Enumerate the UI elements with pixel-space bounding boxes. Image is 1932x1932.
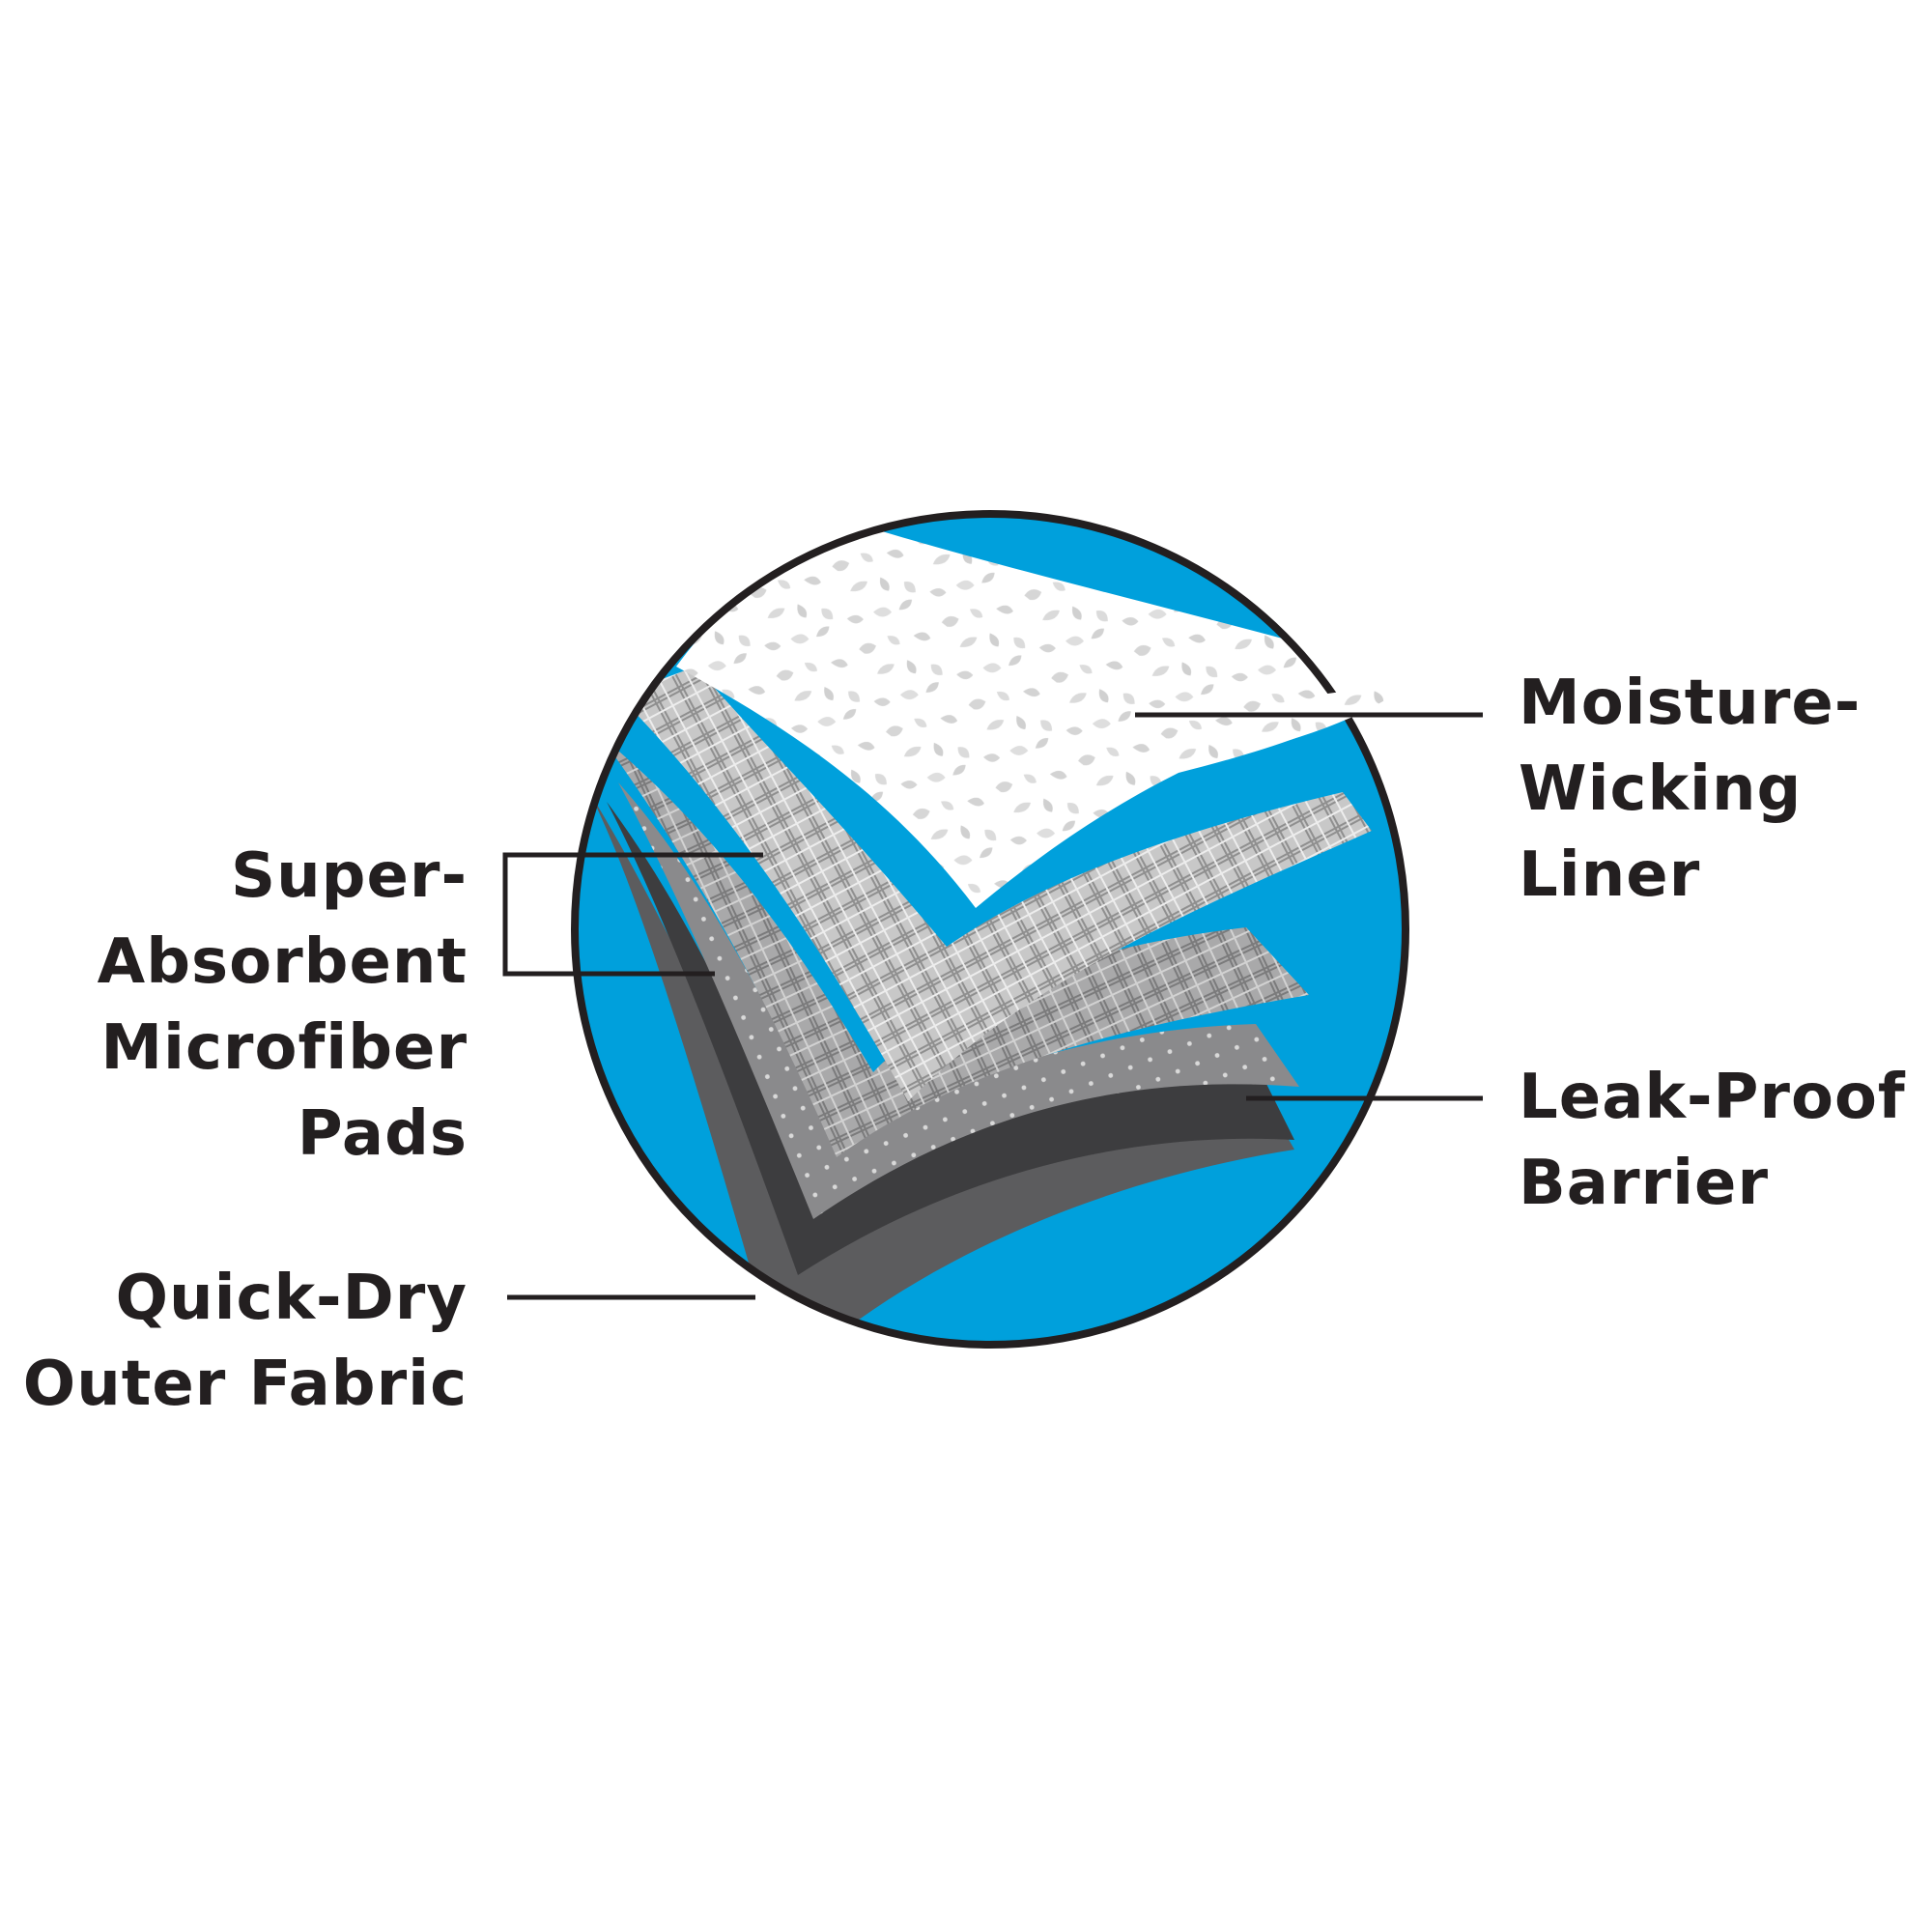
circle-outline [571,510,1409,1349]
label-line: Liner [1519,839,1701,911]
label-line: Absorbent [97,926,468,998]
label-quick-dry-outer-fabric: Quick-Dry Outer Fabric [10,1256,468,1428]
label-line: Microfiber [100,1012,468,1084]
label-moisture-wicking-liner: Moisture- Wicking Liner [1519,661,1861,919]
label-line: Outer Fabric [22,1349,468,1420]
barrier-dark-layer [607,802,1294,1275]
barrier-dotted-layer [618,782,1299,1219]
bracket-pads [502,852,763,977]
outer-fabric-layer [589,792,1294,1345]
pad-lower-layer [599,734,1309,1157]
label-line: Leak-Proof [1519,1062,1906,1133]
label-line: Quick-Dry [115,1263,468,1334]
label-line: Super- [231,840,468,912]
label-line: Wicking [1519,753,1803,825]
pad-upper-layer [618,667,1372,1101]
label-leak-proof-barrier: Leak-Proof Barrier [1519,1055,1906,1227]
liner-layer [676,522,1406,908]
label-line: Moisture- [1519,668,1861,739]
label-super-absorbent-pads: Super- Absorbent Microfiber Pads [58,834,468,1178]
label-line: Pads [297,1098,468,1170]
label-line: Barrier [1519,1148,1769,1219]
